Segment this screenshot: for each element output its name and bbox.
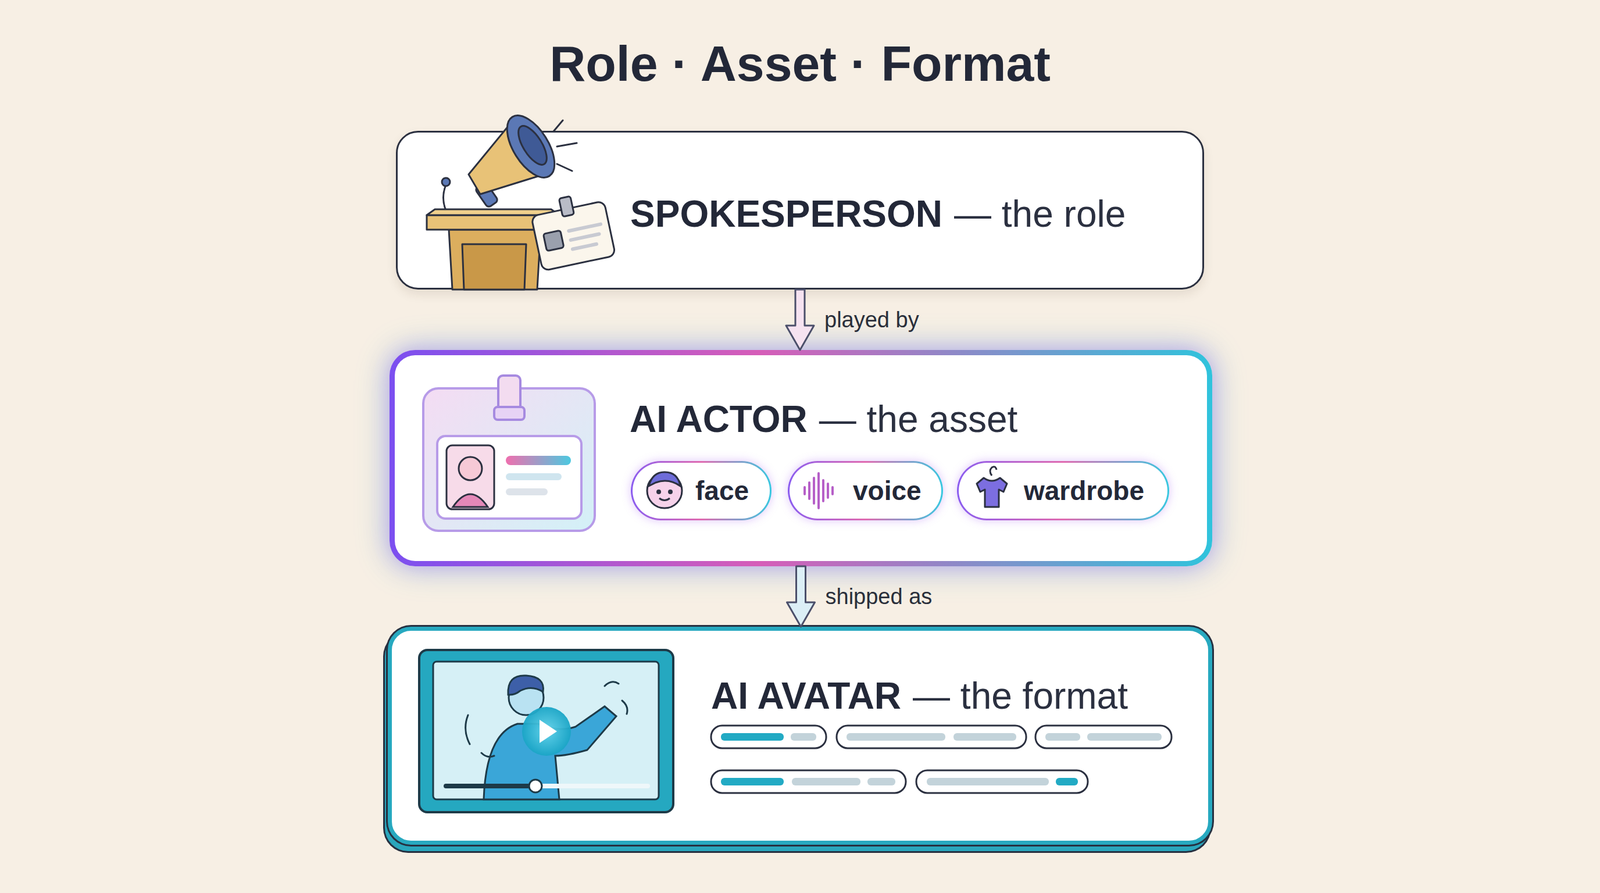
diagram-title: Role · Asset · Format — [0, 34, 1600, 93]
role-box: SPOKESPERSON— the role — [395, 130, 1205, 290]
video-player-icon-part — [465, 681, 628, 757]
id-badge-icon-part — [446, 445, 495, 510]
id-badge-icon-part — [494, 406, 525, 420]
face-icon-part — [657, 490, 661, 494]
id-badge-icon — [423, 375, 595, 531]
podium-illustration-part — [426, 215, 560, 230]
edge-label: played by — [824, 307, 920, 333]
trait-pill: face — [630, 461, 772, 521]
id-badge-icon-part — [423, 388, 595, 531]
placeholder-lines-part — [1035, 725, 1172, 749]
placeholder-lines-part-part — [720, 777, 784, 786]
placeholder-lines-part — [711, 725, 827, 749]
megaphone-icon-part — [468, 119, 548, 195]
placeholder-lines-part-part — [791, 777, 861, 786]
badge-tag-icon-part — [531, 201, 616, 272]
video-player-icon-part — [539, 719, 557, 744]
placeholder-lines-part-part — [926, 777, 1049, 786]
megaphone-icon-part — [475, 181, 499, 208]
video-player-icon-part — [508, 675, 544, 695]
pill-label: wardrobe — [1023, 475, 1145, 507]
badge-tag-icon-part — [543, 230, 564, 252]
face-icon-part — [669, 490, 673, 494]
placeholder-lines — [711, 725, 1172, 794]
id-badge-icon-part — [505, 488, 548, 496]
video-player-icon-part — [529, 779, 542, 793]
wardrobe-icon-part — [990, 466, 997, 476]
id-badge-icon-part — [452, 494, 488, 507]
podium-illustration-part — [426, 209, 560, 216]
id-badge-icon-part — [458, 456, 482, 481]
podium-illustration — [426, 177, 560, 290]
box-heading: AI ACTOR — [629, 397, 808, 441]
id-badge-icon-part — [505, 455, 571, 466]
id-badge-icon-part — [505, 473, 562, 481]
flow-arrow — [786, 289, 814, 350]
flow-arrow — [787, 566, 816, 627]
wardrobe-icon-part — [976, 477, 1007, 507]
video-player-icon-part — [508, 680, 544, 716]
id-badge-icon-part — [437, 436, 582, 519]
box-subtitle: — the role — [954, 192, 1126, 236]
placeholder-lines-part — [916, 770, 1088, 794]
placeholder-lines-part-part — [1055, 777, 1078, 786]
placeholder-lines-part-part — [867, 777, 896, 786]
podium-illustration-part — [448, 229, 541, 290]
podium-illustration-part — [443, 184, 447, 211]
badge-tag-icon-part — [568, 224, 605, 250]
pill-label: voice — [852, 475, 922, 507]
box-subtitle: — the asset — [819, 397, 1019, 441]
placeholder-lines-part — [711, 770, 906, 794]
badge-tag-icon — [528, 189, 616, 271]
video-player-icon-part — [433, 661, 659, 800]
box-label-row: AI AVATAR— the format — [711, 674, 1128, 718]
wardrobe-icon — [976, 466, 1007, 507]
placeholder-lines-part — [720, 733, 1162, 786]
placeholder-lines-part-part — [1045, 733, 1081, 741]
box-heading: SPOKESPERSON — [630, 192, 943, 236]
asset-box: AI ACTOR— the asset face voice wardrobe — [389, 350, 1213, 567]
face-icon — [647, 472, 682, 509]
edge-label: shipped as — [825, 584, 933, 610]
pill-label: face — [695, 475, 749, 507]
trait-pill: voice — [787, 461, 944, 521]
podium-illustration-part — [462, 244, 527, 290]
badge-tag-icon-part — [558, 195, 574, 217]
placeholder-lines-part — [836, 725, 1027, 749]
id-badge-icon-part — [498, 375, 521, 417]
box-heading: AI AVATAR — [711, 674, 902, 718]
placeholder-lines-part-part — [953, 733, 1017, 741]
placeholder-lines-part-part — [846, 733, 946, 741]
placeholder-lines-part-part — [790, 733, 817, 741]
face-icon-part — [647, 473, 682, 509]
placeholder-lines-part-part — [1087, 733, 1162, 741]
box-label-row: SPOKESPERSON— the role — [630, 192, 1126, 236]
video-player-icon-part — [419, 650, 674, 813]
video-player-icon-part — [443, 783, 536, 789]
video-player-icon — [419, 650, 674, 813]
podium-illustration-part — [441, 177, 450, 187]
box-subtitle: — the format — [912, 674, 1128, 718]
megaphone-icon — [468, 107, 577, 208]
trait-pill: wardrobe — [956, 461, 1170, 521]
voice-wave-icon — [804, 473, 833, 509]
placeholder-lines-part-part — [720, 733, 784, 741]
video-player-icon-part — [522, 706, 571, 756]
face-icon-part — [648, 472, 681, 487]
megaphone-icon-part — [512, 121, 552, 169]
box-label-row: AI ACTOR— the asset — [629, 397, 1018, 441]
video-player-icon-part — [483, 706, 617, 800]
megaphone-icon-part — [497, 107, 564, 186]
face-icon-part — [659, 498, 670, 501]
video-player-icon-part — [443, 783, 650, 789]
voice-wave-icon-part — [804, 473, 833, 509]
megaphone-icon-part — [553, 120, 577, 171]
format-box: AI AVATAR— the format — [387, 626, 1213, 845]
